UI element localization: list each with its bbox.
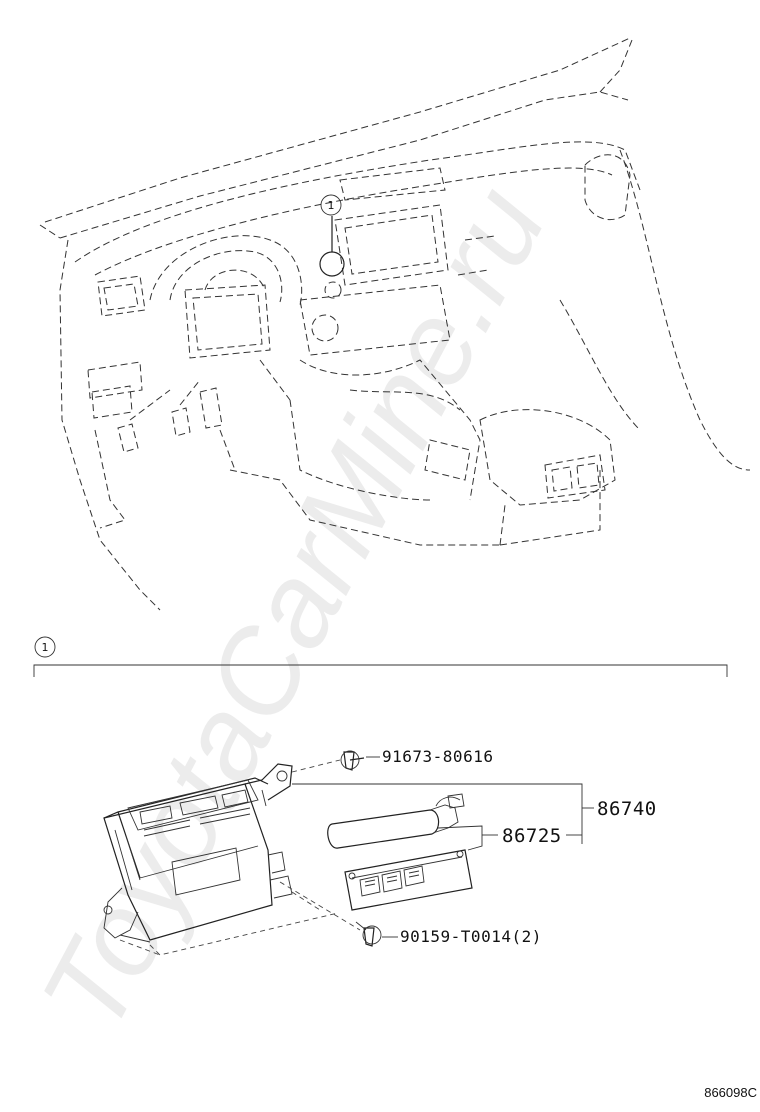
part-number-sub-unit: 86725 [502,825,562,847]
ecu-assembly-illustration [103,750,594,956]
section-marker: 1 [34,636,56,658]
part-number-bolt-bottom: 90159-T0014(2) [400,927,542,946]
callout-circle [320,194,342,216]
figure-code: 866098C [704,1085,757,1100]
callout-number: 1 [328,199,335,212]
ecu-location-marker [319,251,345,277]
part-number-ecu-assembly: 86740 [597,798,657,820]
section-bracket [33,664,728,677]
dashboard-illustration: 1 [39,37,751,611]
part-number-bolt-top: 91673-80616 [382,747,493,766]
svg-text:1: 1 [42,641,49,654]
